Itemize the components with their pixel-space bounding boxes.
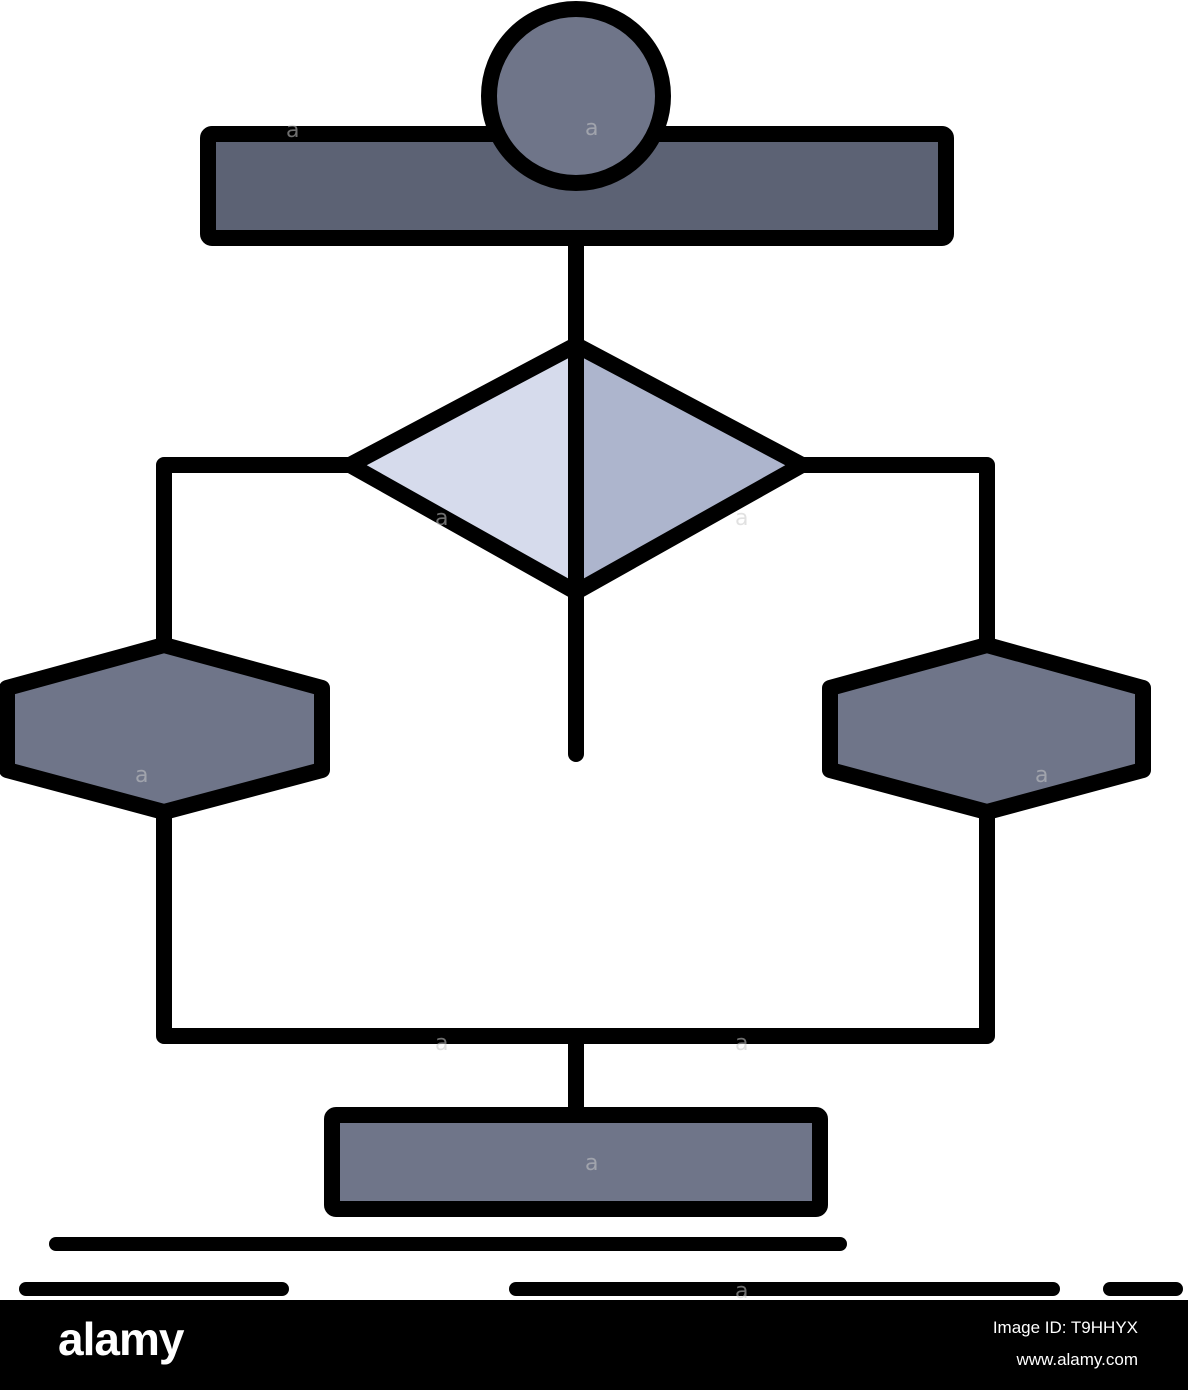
- stock-photo-footer: alamy Image ID: T9HHYX www.alamy.com: [0, 1300, 1188, 1390]
- decision-diamond-left-half: [355, 348, 576, 587]
- svg-text:a: a: [585, 116, 598, 141]
- decision-diamond-right-half: [576, 348, 797, 587]
- svg-text:a: a: [435, 1031, 448, 1056]
- svg-text:a: a: [735, 1031, 748, 1056]
- svg-text:a: a: [735, 506, 748, 531]
- svg-text:a: a: [135, 763, 148, 788]
- brand-logo: alamy: [58, 1313, 184, 1365]
- svg-text:a: a: [585, 1151, 598, 1176]
- right-process-hexagon: [822, 637, 1151, 820]
- site-url: www.alamy.com: [1016, 1350, 1138, 1369]
- svg-text:a: a: [1035, 763, 1048, 788]
- connector-merge-loop: [156, 807, 995, 1044]
- end-process-bar: [324, 1107, 828, 1217]
- connector-right-branch: [796, 457, 995, 648]
- watermark-pattern: a a a a a a a a a a: [135, 116, 1048, 1300]
- connector-left-branch: [156, 457, 356, 648]
- image-id-label: Image ID: T9HHYX: [992, 1318, 1138, 1337]
- flowchart-canvas: a a a a a a a a a a: [0, 1, 1183, 1300]
- left-process-hexagon: [0, 637, 330, 820]
- svg-text:a: a: [286, 118, 299, 143]
- svg-text:a: a: [735, 1279, 748, 1300]
- algorithm-flowchart-icon: a a a a a a a a a a: [0, 1, 1183, 1300]
- start-circle: [481, 1, 671, 191]
- svg-text:a: a: [435, 506, 448, 531]
